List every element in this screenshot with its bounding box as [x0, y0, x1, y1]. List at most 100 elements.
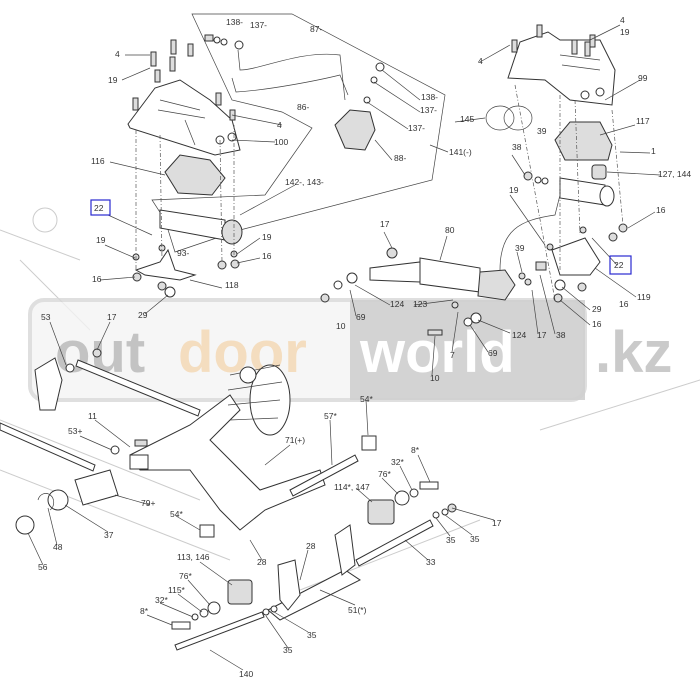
part-label: 137- [250, 20, 267, 30]
part-label: 138- [226, 17, 243, 27]
washer-32-lower [191, 613, 199, 621]
centerline-right [514, 84, 624, 301]
part-label: 37 [104, 530, 114, 540]
bracket-51-plate [277, 559, 301, 611]
part-label: 28 [306, 541, 316, 551]
part-label: 19 [509, 185, 519, 195]
fittings-138-137 [204, 34, 385, 104]
mount-117 [554, 121, 613, 161]
block-113 [227, 579, 253, 605]
part-label: 145 [460, 114, 474, 124]
part-label: 10 [430, 373, 440, 383]
centerline-left [135, 125, 235, 270]
rod-140 [174, 611, 265, 651]
part-label: 71(+) [285, 435, 305, 445]
part-label: 8* [140, 606, 149, 616]
washer-32 [409, 488, 419, 498]
part-label: 113, 146 [177, 552, 210, 562]
part-label: 88- [394, 153, 406, 163]
part-label: 124 [390, 299, 404, 309]
part-label: 17 [537, 330, 547, 340]
callout-box-22-right [609, 255, 632, 275]
bolts-right [511, 24, 596, 57]
part-label: 17 [492, 518, 502, 528]
part-label: 53 [41, 312, 51, 322]
actuator-93 [159, 209, 243, 245]
part-label: 29 [138, 310, 148, 320]
part-label: 4 [277, 120, 282, 130]
leader-lines [27, 24, 661, 671]
bracket-119 [551, 237, 601, 276]
knuckle-53 [34, 357, 63, 411]
sleeve-79 [74, 469, 119, 506]
part-label: 38 [512, 142, 522, 152]
part-label: 35 [470, 534, 480, 544]
labels-bottom: 53 17 11 53+ 71(+) 57* 54* 114*, 147 8* … [38, 312, 502, 679]
actuator-right [559, 177, 615, 207]
part-label: 19 [108, 75, 118, 85]
mount-bracket-100 [127, 79, 241, 156]
o-rings-145 [485, 105, 533, 131]
nuts-left [132, 244, 240, 298]
part-label: 19 [262, 232, 272, 242]
small-parts-right [518, 171, 628, 303]
bushing-54-lower [199, 524, 215, 538]
callout-22-right: 22 [614, 260, 624, 270]
part-label: 19 [620, 27, 630, 37]
watermark-kz: .kz [595, 320, 672, 385]
part-label: 8* [411, 445, 420, 455]
callout-22-left: 22 [94, 203, 104, 213]
part-label: 115* [168, 585, 186, 595]
part-label: 51(*) [348, 605, 367, 615]
part-label: 16 [92, 274, 102, 284]
part-label: 48 [53, 542, 63, 552]
nuts-35-17 [432, 503, 457, 519]
part-label: 80 [445, 225, 455, 235]
part-label: 28 [257, 557, 267, 567]
part-label: 119 [637, 292, 651, 302]
callout-box-22-left [90, 199, 111, 216]
part-label: 16 [592, 319, 602, 329]
part-label: 16 [656, 205, 666, 215]
part-label: 32* [391, 457, 404, 467]
block-114 [367, 499, 395, 525]
part-label: 99 [638, 73, 648, 83]
labels-top-right: 4 19 4 99 138- 137- 145 137- 117 39 141(… [336, 15, 691, 383]
valve-88 [334, 109, 376, 151]
part-label: 142-, 143- [285, 177, 324, 187]
part-label: 16 [619, 299, 629, 309]
part-label: 16 [262, 251, 272, 261]
bolt-8 [419, 481, 439, 490]
part-label: 4 [620, 15, 625, 25]
part-label: 86- [297, 102, 309, 112]
part-label: 87- [310, 24, 322, 34]
part-label: 56 [38, 562, 48, 572]
part-label: 79+ [141, 498, 155, 508]
bearing-56 [15, 515, 35, 535]
tie-rod-upper [75, 359, 201, 417]
part-label: 137- [408, 123, 425, 133]
bearing-37 [47, 489, 69, 511]
shaft-57 [289, 454, 359, 497]
part-label: 141(-) [449, 147, 472, 157]
part-label: 76* [179, 571, 192, 581]
bracket-118 [134, 248, 197, 281]
part-label: 39 [515, 243, 525, 253]
labels-top-left: 138- 137- 87- 4 19 86- 4 100 116 142-, 1… [91, 17, 324, 320]
part-label: 4 [478, 56, 483, 66]
part-label: 19 [96, 235, 106, 245]
bracket-51-plate-right [334, 524, 356, 576]
part-label: 1 [651, 146, 656, 156]
part-label: 17 [380, 219, 390, 229]
part-label: 116 [91, 156, 105, 166]
bushing-76 [394, 490, 410, 506]
bolt-8-lower [171, 621, 191, 630]
part-label: 54* [170, 509, 183, 519]
part-label: 140 [239, 669, 253, 679]
part-label: 10 [336, 321, 346, 331]
part-label: 29 [592, 304, 602, 314]
part-label: 53+ [68, 426, 82, 436]
hose-right [499, 194, 561, 281]
part-label: 127, 144 [658, 169, 691, 179]
